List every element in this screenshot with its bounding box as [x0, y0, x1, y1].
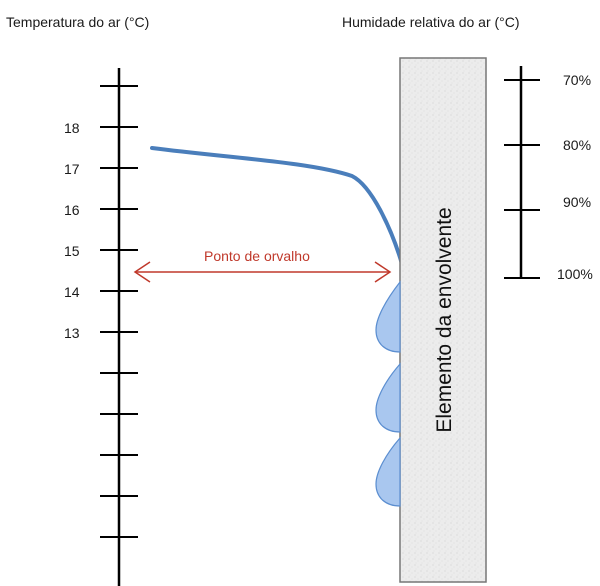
condensation-droplets	[375, 280, 401, 507]
temperature-axis: 18 17 16 15 14 13	[64, 68, 138, 586]
wall-element	[399, 57, 487, 583]
temp-tick-label-15: 15	[64, 243, 80, 259]
humidity-tick-label-100: 100%	[557, 266, 593, 282]
droplet	[375, 280, 401, 353]
temperature-tick-labels: 18 17 16 15 14 13	[64, 120, 80, 341]
droplet	[375, 362, 401, 433]
dew-point-label: Ponto de orvalho	[204, 248, 310, 264]
air-temperature-title: Temperatura do ar (°C)	[6, 14, 150, 30]
droplet	[375, 436, 401, 507]
temp-tick-label-14: 14	[64, 284, 80, 300]
dew-point-arrow-head-right	[374, 261, 392, 283]
humidity-tick-label-80: 80%	[563, 137, 591, 153]
dew-point-arrow	[133, 261, 392, 283]
temp-tick-label-13: 13	[64, 325, 80, 341]
dew-point-arrow-head-left	[133, 261, 151, 283]
relative-humidity-title: Humidade relativa do ar (°C)	[342, 14, 520, 30]
temperature-curve	[150, 146, 404, 266]
wall-element-label: Elemento da envolvente	[433, 207, 456, 432]
humidity-axis: 70% 80% 90% 100%	[504, 66, 593, 282]
temp-tick-label-17: 17	[64, 161, 80, 177]
humidity-tick-label-70: 70%	[563, 72, 591, 88]
temperature-ticks	[100, 85, 138, 538]
temp-tick-label-18: 18	[64, 120, 80, 136]
humidity-tick-label-90: 90%	[563, 194, 591, 210]
temp-tick-label-16: 16	[64, 202, 80, 218]
